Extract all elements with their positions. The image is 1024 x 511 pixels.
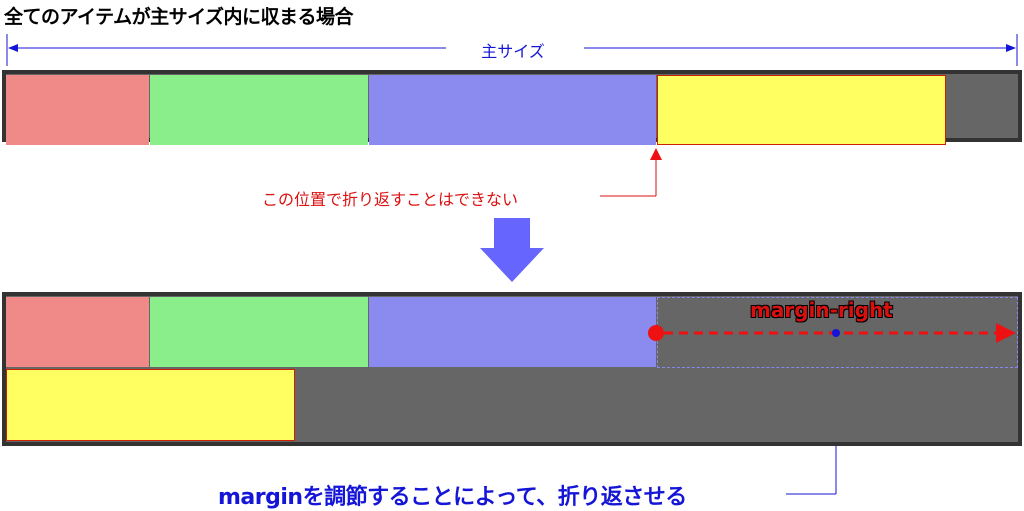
flex-item-blue (369, 75, 656, 145)
flex-item-green (150, 297, 368, 367)
down-arrow-icon (480, 218, 544, 282)
cannot-wrap-note: この位置で折り返すことはできない (262, 190, 519, 209)
pointer-arrow-icon (650, 148, 662, 160)
flex-item-blue (369, 297, 656, 367)
main-size-dimension (6, 34, 1018, 66)
main-size-label: 主サイズ (481, 42, 545, 61)
margin-note: marginを調節することによって、折り返させる (218, 485, 687, 510)
wrap-pointer (600, 148, 662, 197)
flex-item-red (6, 75, 149, 145)
flex-item-green (150, 75, 368, 145)
margin-right-label: margin-right (750, 298, 893, 322)
margin-arrow-icon (648, 323, 1016, 343)
page-title: 全てのアイテムが主サイズ内に収まる場合 (4, 6, 354, 28)
flex-item-yellow (657, 75, 946, 145)
flex-container-before (2, 70, 1022, 145)
flex-item-red (6, 297, 149, 367)
dimension-arrow-right-icon (1006, 44, 1016, 52)
flex-container-after (2, 292, 1022, 446)
flex-item-yellow-wrapped (6, 369, 295, 441)
dimension-arrow-left-icon (8, 44, 18, 52)
